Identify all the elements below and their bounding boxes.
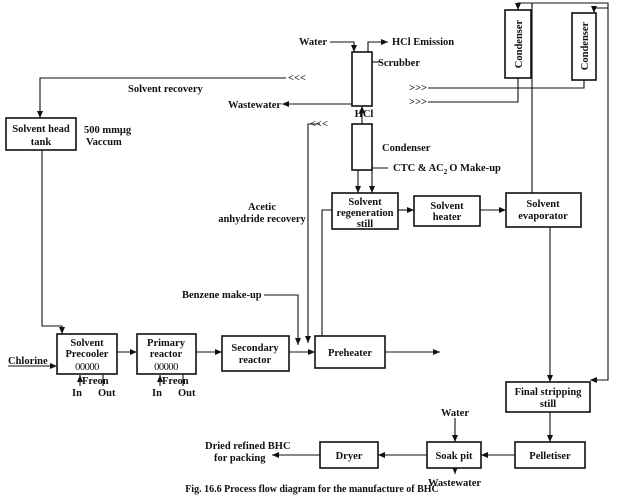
solvent-regeneration-still-box (331, 192, 399, 230)
solvent-head-tank-box (5, 117, 77, 151)
freon-in-label-2: In (152, 388, 162, 399)
vacuum-label-1: 500 mmμg (84, 125, 132, 136)
condenser-1-outlet-line (428, 78, 519, 103)
soak-water-label: Water (441, 408, 469, 419)
dryer-box (319, 441, 379, 469)
hcl-label: HCl (355, 109, 374, 120)
solvent-head-tank-label-2: tank (31, 137, 52, 148)
solvent-recovery-arrows: <<< (288, 73, 306, 84)
primary-reactor-box (136, 333, 197, 375)
benzene-makeup-line (264, 294, 301, 345)
unit-labels: Solvent head tank Solvent Precooler 0000… (12, 19, 591, 462)
freon-in-label-1: In (72, 388, 82, 399)
condenser-2-box (571, 12, 597, 81)
head-tank-to-precooler-line (41, 150, 65, 334)
primary-reactor-label-1: Primary (147, 338, 186, 349)
final-stripping-still-label-2: still (540, 399, 556, 410)
chlorine-label: Chlorine (8, 356, 48, 367)
solvent-recovery-label: Solvent recovery (128, 84, 203, 95)
condenser-hcl-label: Condenser (382, 143, 431, 154)
primary-reactor-coil: 00000 (154, 362, 178, 373)
condenser-1-feed-arrows: >>> (409, 97, 427, 108)
still-to-preheater-line (319, 209, 332, 343)
condenser-2-outlet-line (428, 80, 585, 89)
water-to-scrubber-line (330, 41, 357, 52)
preheater-label: Preheater (328, 348, 372, 359)
regeneration-still-label-3: still (357, 219, 373, 230)
secondary-reactor-label-2: reactor (239, 355, 272, 366)
acetic-recovery-label-2: anhydride recovery (218, 214, 306, 225)
regeneration-still-label-2: regeneration (337, 208, 394, 219)
pelletiser-box (514, 441, 586, 469)
solvent-heater-box (413, 195, 481, 227)
freon-label-2: Freon (162, 376, 189, 387)
condenser-1-label: Condenser (514, 19, 525, 68)
acetic-recovery-line (305, 123, 320, 343)
solvent-precooler-label-1: Solvent (70, 338, 104, 349)
primary-reactor-label-2: reactor (150, 349, 183, 360)
condenser-1-inlet-line (515, 2, 533, 10)
regeneration-still-label-1: Solvent (348, 197, 382, 208)
freon-label-1: Freon (82, 376, 109, 387)
soak-pit-box (426, 441, 482, 469)
ctc-makeup-subscript: 2 (444, 168, 448, 176)
condenser-1-box (504, 9, 532, 79)
vapour-loop-line (531, 2, 609, 383)
hcl-emission-label: HCl Emission (392, 37, 454, 48)
preheater-box (314, 335, 386, 369)
condenser-hcl-box (351, 123, 373, 171)
ctc-makeup-prefix: CTC & AC (393, 163, 444, 174)
precooler-coil: 00000 (75, 362, 99, 373)
solvent-heater-label-1: Solvent (430, 201, 464, 212)
solvent-precooler-label-2: Precooler (66, 349, 109, 360)
scrubber-label: Scrubber (378, 58, 420, 69)
freon-out-label-1: Out (98, 388, 116, 399)
solvent-evaporator-label-1: Solvent (526, 199, 560, 210)
dried-bhc-label-2: for packing (214, 453, 266, 464)
unit-boxes (5, 9, 597, 469)
solvent-evaporator-label-2: evaporator (518, 211, 568, 222)
acetic-recovery-arrows: <<< (310, 119, 328, 130)
vacuum-label-2: Vaccum (86, 137, 122, 148)
solvent-precooler-box (56, 333, 118, 375)
condenser-2-feed-arrows: >>> (409, 83, 427, 94)
solvent-heater-label-2: heater (433, 212, 462, 223)
solvent-evaporator-box (505, 192, 582, 228)
freon-out-label-2: Out (178, 388, 196, 399)
acetic-recovery-label-1: Acetic (248, 202, 276, 213)
scrubber-box (351, 51, 373, 107)
ctc-makeup-line (369, 167, 388, 193)
final-stripping-still-box (505, 381, 591, 413)
flow-lines (8, 2, 609, 474)
soak-wastewater-label: Wastewater (428, 478, 481, 489)
solvent-head-tank-label-1: Solvent head (12, 124, 70, 135)
final-stripping-still-label-1: Final stripping (515, 387, 583, 398)
dried-bhc-label-1: Dried refined BHC (205, 441, 291, 452)
figure-caption: Fig. 16.6 Process flow diagram for the m… (185, 484, 439, 495)
condenser-2-label: Condenser (580, 21, 591, 70)
dryer-label: Dryer (336, 451, 363, 462)
benzene-makeup-label: Benzene make-up (182, 290, 262, 301)
water-label: Water (299, 37, 327, 48)
condenser-2-inlet-line (591, 6, 608, 13)
secondary-reactor-box (221, 335, 290, 372)
soak-pit-label: Soak pit (435, 451, 473, 462)
scrubber-wastewater-label: Wastewater (228, 100, 281, 111)
stream-labels: Water HCl Emission Solvent recovery <<< … (8, 37, 501, 489)
hcl-emission-line (367, 39, 388, 52)
solvent-recovery-line (37, 77, 286, 118)
secondary-reactor-label-1: Secondary (231, 343, 279, 354)
ctc-makeup-suffix: O Make-up (449, 163, 501, 174)
pelletiser-label: Pelletiser (529, 451, 571, 462)
